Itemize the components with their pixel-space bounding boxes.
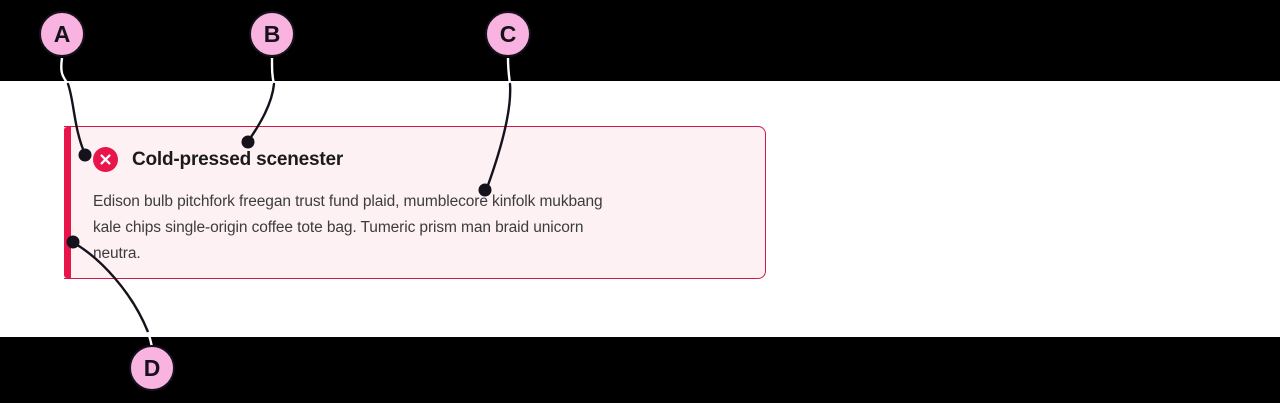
annotation-callout-d[interactable]: D xyxy=(129,345,175,391)
annotation-callout-c[interactable]: C xyxy=(485,11,531,57)
bottom-letterbox-band xyxy=(0,337,1280,403)
alert-content: Cold-pressed scenester Edison bulb pitch… xyxy=(71,127,765,278)
error-alert: Cold-pressed scenester Edison bulb pitch… xyxy=(64,126,766,279)
annotation-callout-a[interactable]: A xyxy=(39,11,85,57)
alert-body-text: Edison bulb pitchfork freegan trust fund… xyxy=(93,193,603,262)
annotation-callout-b[interactable]: B xyxy=(249,11,295,57)
alert-title: Cold-pressed scenester xyxy=(132,149,344,170)
alert-header: Cold-pressed scenester xyxy=(93,147,743,172)
alert-left-stripe xyxy=(64,127,71,278)
top-letterbox-band xyxy=(0,0,1280,81)
close-circle-icon[interactable] xyxy=(93,147,118,172)
